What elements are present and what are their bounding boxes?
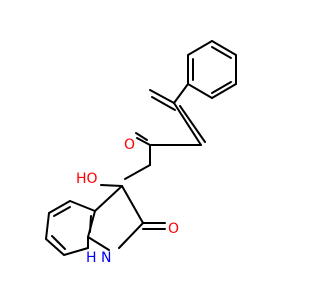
bond bbox=[211, 83, 237, 99]
enone-chain bbox=[149, 83, 206, 146]
double-bond bbox=[211, 46, 232, 59]
bond bbox=[173, 102, 202, 146]
lactam-oxygen-label: O bbox=[168, 221, 179, 237]
double-bond bbox=[211, 81, 232, 94]
bond bbox=[69, 200, 96, 212]
bond bbox=[45, 212, 50, 240]
phenyl-ring bbox=[187, 40, 237, 99]
double-bond bbox=[53, 206, 71, 217]
bond bbox=[187, 40, 213, 56]
bond bbox=[149, 89, 175, 104]
bond bbox=[121, 185, 144, 224]
double-bond bbox=[89, 215, 92, 233]
double-bond bbox=[51, 235, 66, 250]
bond-to-hydroxyl bbox=[100, 184, 123, 187]
ketone-oxygen-label: O bbox=[124, 137, 135, 153]
molecule-structure-diagram: O HO O N H bbox=[45, 40, 237, 266]
nitrogen-label: N bbox=[101, 250, 111, 266]
hydroxyl-label: HO bbox=[76, 171, 98, 187]
bond bbox=[173, 83, 189, 104]
ketone-group: O bbox=[124, 132, 151, 166]
bond bbox=[48, 200, 71, 214]
bond bbox=[211, 40, 237, 56]
nh-hydrogen-label: H bbox=[86, 250, 97, 266]
bond bbox=[187, 83, 213, 99]
indolinone-core: HO O N H bbox=[45, 171, 179, 266]
double-bond bbox=[135, 132, 148, 141]
bond bbox=[124, 164, 151, 180]
bond bbox=[87, 236, 110, 251]
linker bbox=[124, 164, 151, 180]
bond bbox=[94, 185, 123, 212]
bond bbox=[63, 247, 89, 256]
double-bond bbox=[151, 96, 176, 111]
bond bbox=[45, 238, 65, 256]
double-bond bbox=[179, 105, 206, 143]
bond bbox=[136, 137, 151, 146]
bond bbox=[118, 222, 144, 249]
